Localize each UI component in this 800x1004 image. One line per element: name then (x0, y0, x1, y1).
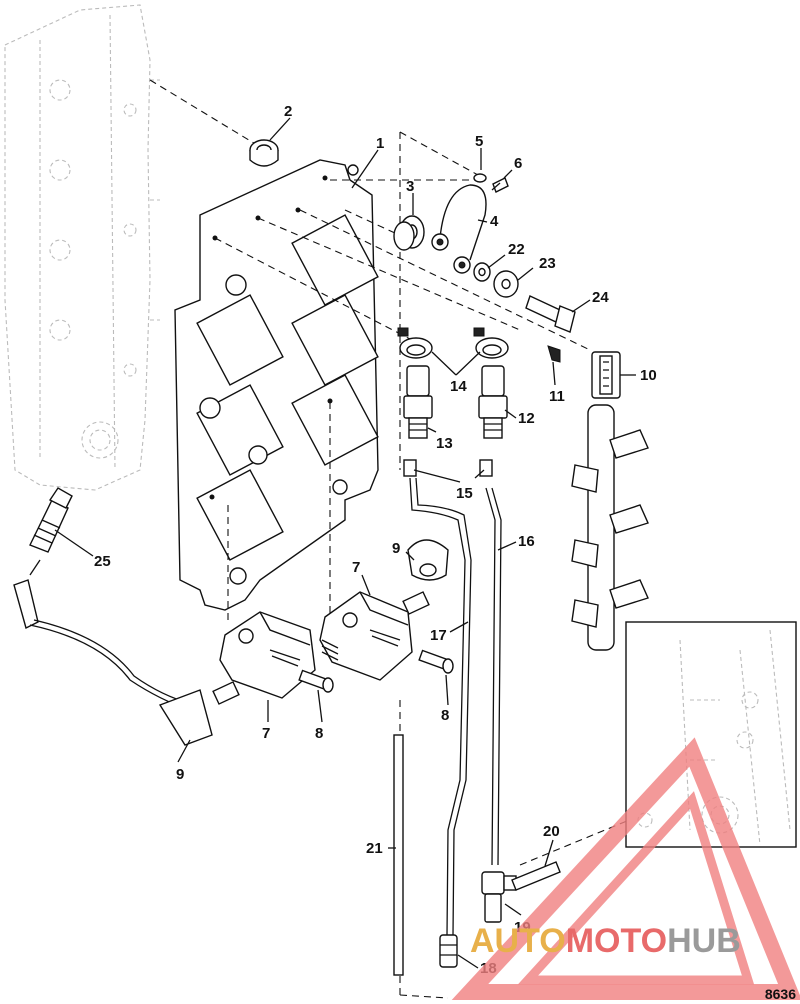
engine-block-outline (4, 4, 160, 491)
callout-13: 13 (436, 435, 453, 452)
callout-12: 12 (518, 410, 535, 427)
bolt-part-6 (491, 177, 509, 193)
sensor-part-12 (478, 365, 508, 439)
callout-9-clip: 9 (392, 540, 400, 557)
callout-15: 15 (456, 485, 473, 502)
callout-10: 10 (640, 367, 657, 384)
screw-part-11 (547, 345, 561, 363)
ignition-coil-part-7-left (212, 611, 316, 705)
ground-strap-part-4 (431, 184, 487, 274)
connector-part-10 (591, 351, 621, 399)
callout-8-left: 8 (315, 725, 323, 742)
callout-2: 2 (284, 103, 292, 120)
grommet-part-2 (249, 139, 279, 167)
hose-part-21 (393, 734, 404, 976)
callout-labels: 1 2 3 4 5 6 7 7 7 8 8 9 9 9 10 11 12 13 … (94, 103, 657, 977)
watermark-auto: AUTO (470, 922, 566, 960)
callout-9-wire: 9 (176, 766, 184, 783)
callout-11: 11 (549, 388, 565, 405)
callout-14: 14 (450, 378, 467, 395)
callout-21: 21 (366, 840, 383, 857)
callout-1: 1 (376, 135, 384, 152)
watermark-hub: HUB (667, 922, 741, 960)
washer-part-22 (473, 262, 491, 282)
bolt-part-24 (525, 295, 576, 333)
callout-8-right: 8 (441, 707, 449, 724)
spark-plug-part-25 (29, 487, 73, 576)
grommet-part-3 (393, 215, 425, 251)
clamp-part-14-right (473, 327, 509, 359)
callout-7-top: 7 (352, 559, 360, 576)
callout-25: 25 (94, 553, 111, 570)
clamp-part-14-left (397, 327, 433, 359)
callout-22: 22 (508, 241, 525, 258)
callout-6: 6 (514, 155, 522, 172)
callout-24: 24 (592, 289, 609, 306)
watermark-triangle (451, 737, 800, 1000)
hose-part-17 (409, 477, 472, 936)
callout-17: 17 (430, 627, 447, 644)
watermark-logo: AUTOMOTOHUB (451, 737, 800, 1000)
callout-4: 4 (490, 213, 499, 230)
ignition-coil-part-7-right (319, 591, 430, 681)
tube-part-20 (511, 861, 561, 891)
hose-part-16 (485, 487, 502, 866)
callout-5: 5 (475, 133, 483, 150)
document-number: 8636 (764, 986, 796, 1002)
coil-mounting-plate (174, 159, 379, 611)
fitting-part-15-right (479, 459, 493, 477)
bolt-part-8-right (418, 649, 454, 674)
fitting-part-15-left (403, 459, 417, 477)
inset-detail-view (625, 621, 797, 848)
fitting-part-18 (439, 934, 458, 968)
washer-part-5 (473, 173, 487, 183)
washer-part-23 (493, 270, 519, 298)
svg-text:AUTOMOTOHUB: AUTOMOTOHUB (470, 922, 741, 960)
bolt-part-8-left (298, 669, 334, 693)
wiring-harness (571, 404, 649, 651)
sensor-part-13 (403, 365, 433, 439)
leader-lines (54, 117, 636, 969)
spark-plug-wire-part-9 (13, 579, 213, 746)
callout-20: 20 (543, 823, 560, 840)
callout-7-left: 7 (262, 725, 270, 742)
callout-3: 3 (406, 178, 414, 195)
callout-23: 23 (539, 255, 556, 272)
fitting-part-19 (481, 871, 517, 923)
watermark-moto: MOTO (566, 922, 667, 960)
callout-16: 16 (518, 533, 535, 550)
clip-part-9 (407, 539, 449, 581)
